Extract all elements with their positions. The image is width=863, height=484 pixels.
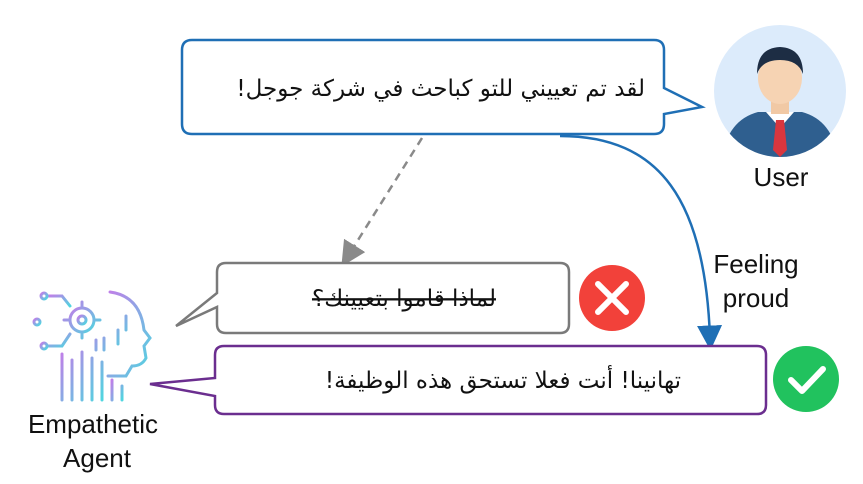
robot-head-icon <box>32 290 152 402</box>
check-icon <box>773 346 839 412</box>
user-label: User <box>754 162 809 192</box>
user-message-bubble <box>180 38 706 136</box>
emotion-arrow <box>559 134 723 351</box>
user-avatar-icon <box>714 25 846 157</box>
agent-label-line1: Empathetic <box>28 409 158 439</box>
rejected-reply-text: لماذا قاموا بتعيينك؟ <box>312 286 496 312</box>
agent-label-line2: Agent <box>63 443 132 473</box>
accepted-reply-bubble <box>149 344 768 416</box>
cross-icon <box>579 265 645 331</box>
accepted-reply-text: تهانينا! أنت فعلا تستحق هذه الوظيفة! <box>325 365 681 394</box>
rejected-reply-bubble <box>175 261 571 335</box>
emotion-label-line1: Feeling <box>713 249 798 279</box>
dashed-arrow <box>341 137 424 267</box>
user-message-text: لقد تم تعييني للتو كباحث في شركة جوجل! <box>236 76 645 102</box>
emotion-label-line2: proud <box>723 283 790 313</box>
